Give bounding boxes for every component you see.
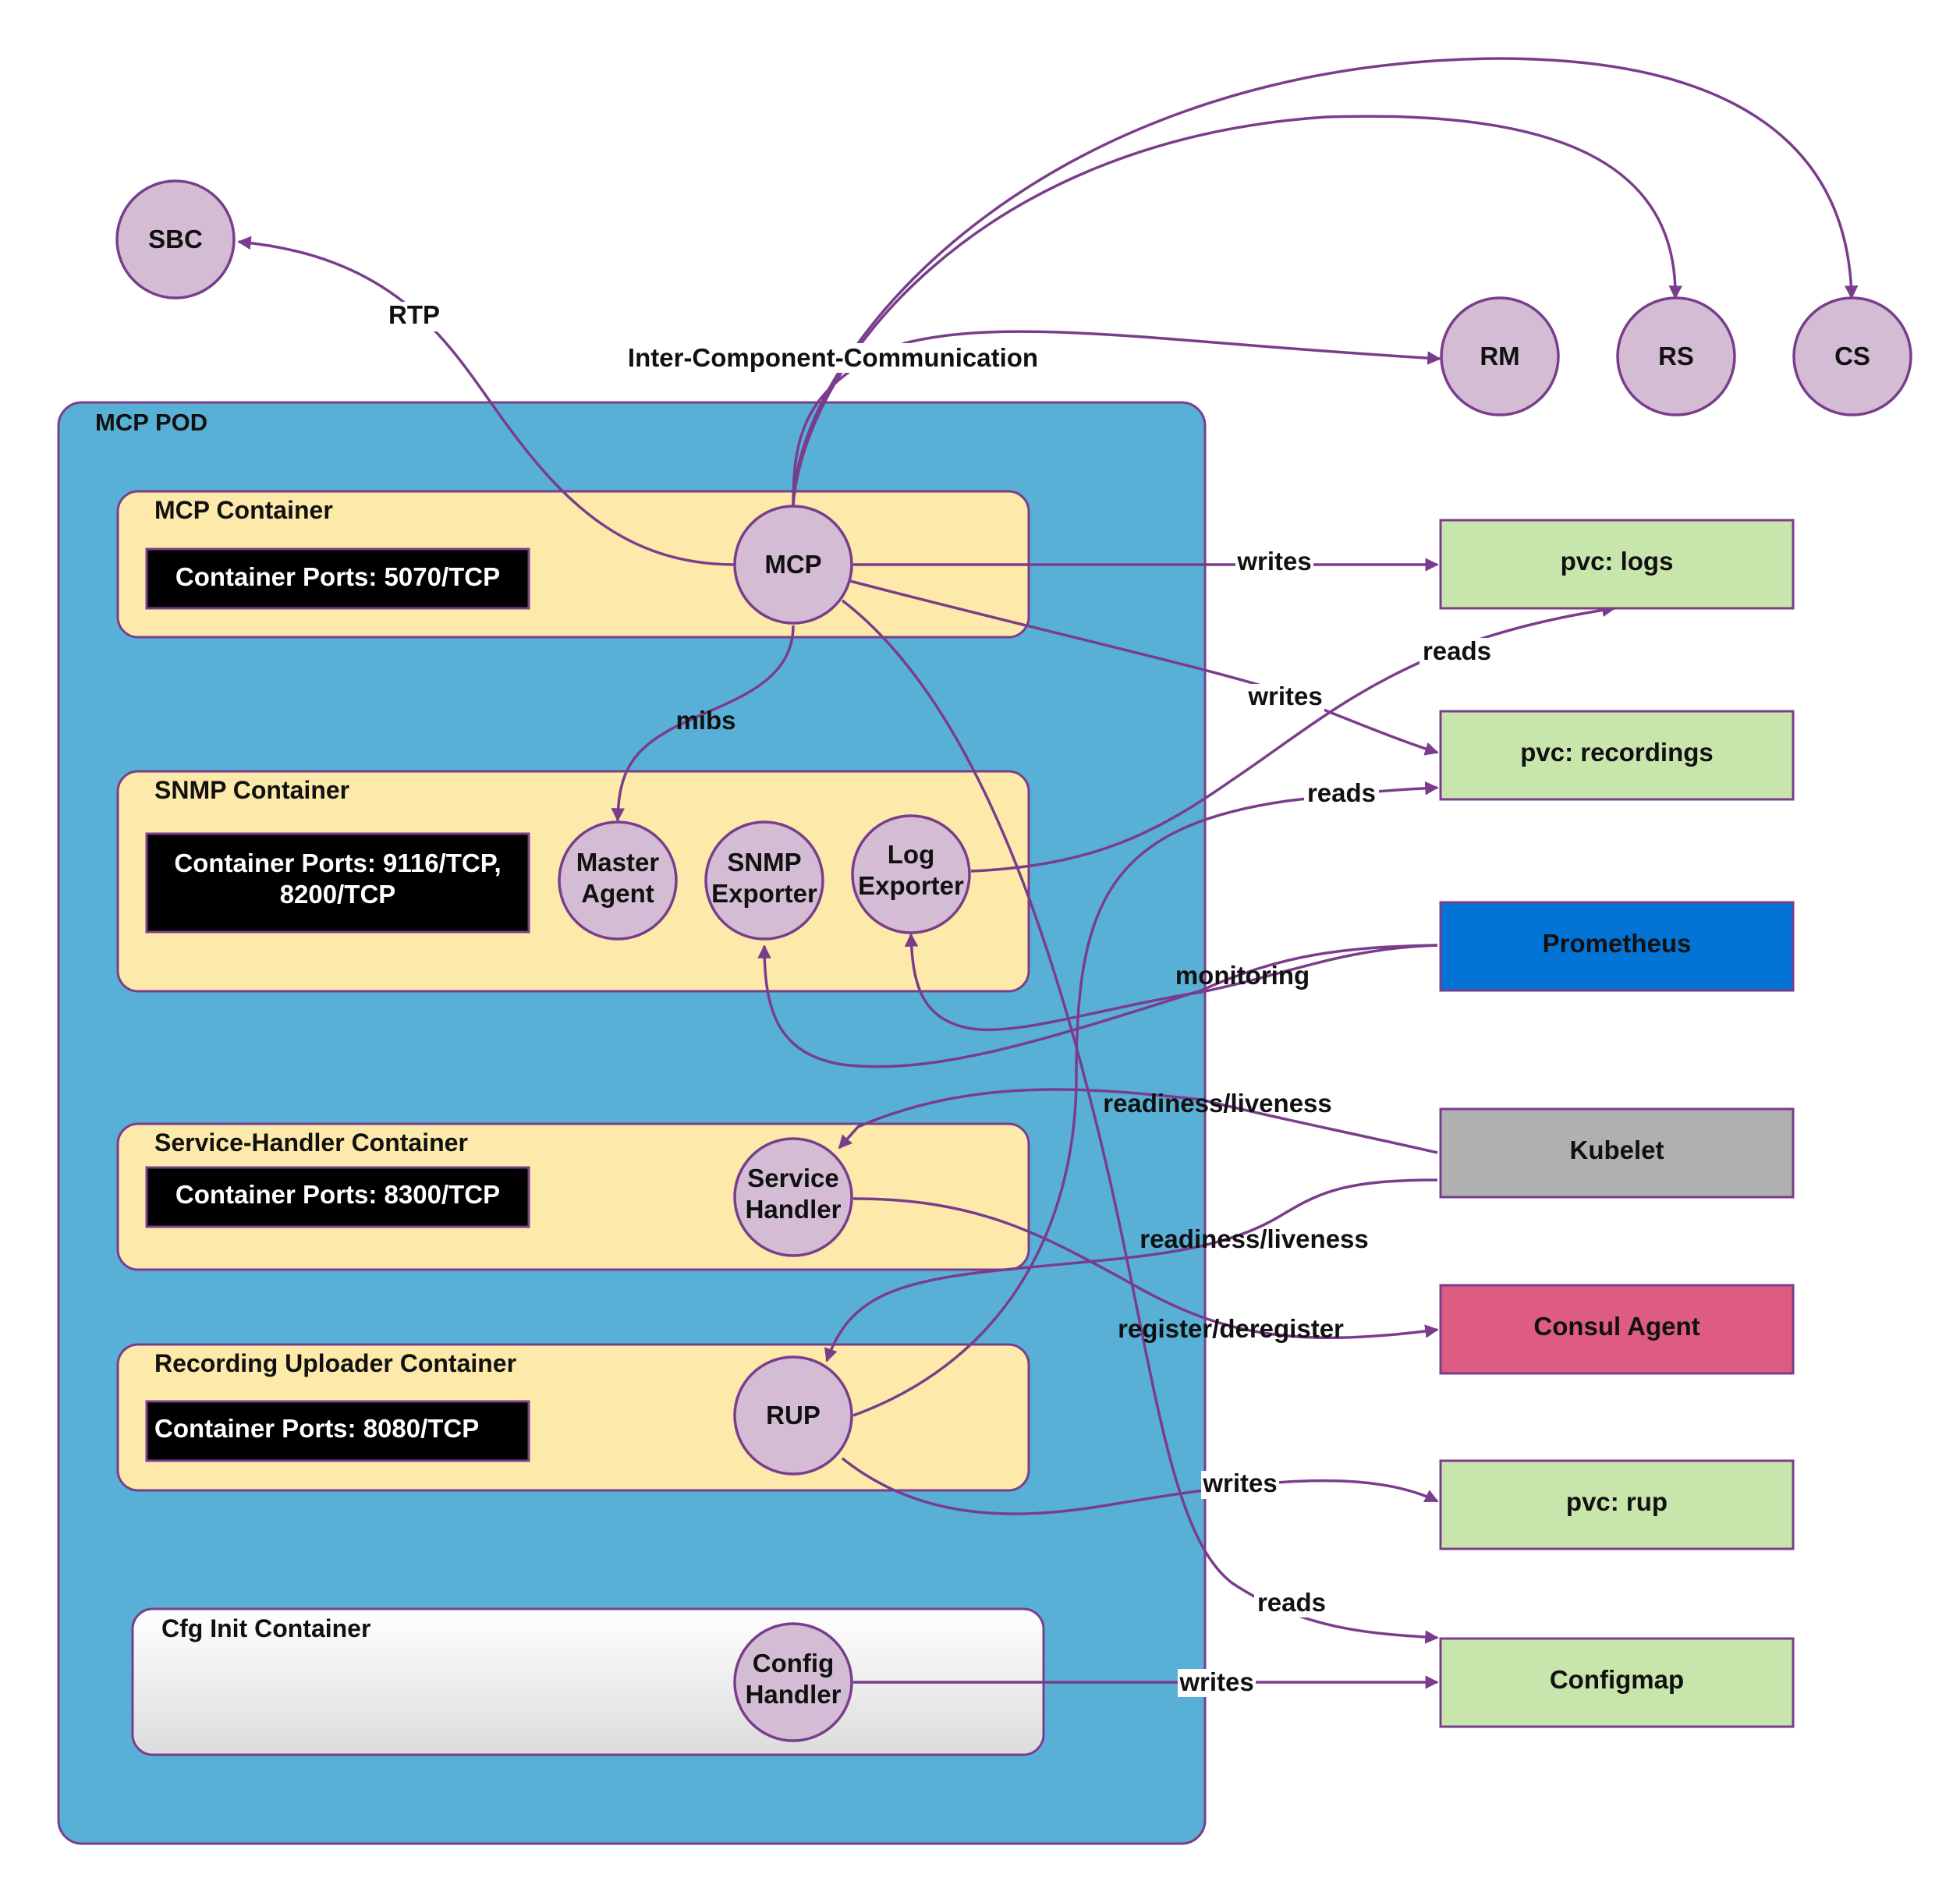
snmp-ports-line2: 8200/TCP — [280, 880, 396, 909]
node-rm-label: RM — [1480, 342, 1519, 370]
node-sbc-label: SBC — [148, 225, 203, 253]
node-service-handler-line2: Handler — [746, 1195, 842, 1224]
resource-pvc-recordings-label: pvc: recordings — [1520, 738, 1714, 767]
edge-rtp — [237, 236, 735, 566]
edge-mcp-rm — [792, 330, 1441, 506]
snmp-ports-box — [145, 832, 530, 934]
rup-ports-box — [145, 1400, 530, 1462]
label-rup-reads-recordings: reads — [1307, 778, 1376, 807]
node-snmp-exporter-line2: Exporter — [711, 879, 817, 908]
node-config-handler-line2: Handler — [746, 1680, 842, 1709]
resource-consul-agent: Consul Agent — [1439, 1284, 1795, 1375]
edge-readiness-rup — [824, 1178, 1438, 1362]
node-snmp-exporter: SNMP Exporter — [704, 820, 824, 941]
resource-pvc-rup: pvc: rup — [1439, 1459, 1795, 1550]
node-rs-label: RS — [1658, 342, 1694, 370]
label-readiness-rup: readiness/liveness — [1139, 1224, 1369, 1253]
resource-pvc-recordings: pvc: recordings — [1439, 710, 1795, 801]
service-handler-ports-box — [145, 1166, 530, 1228]
node-log-exporter-line2: Exporter — [858, 871, 964, 900]
resource-kubelet-label: Kubelet — [1569, 1136, 1664, 1164]
label-mcp-reads-configmap: reads — [1257, 1588, 1326, 1617]
edge-labels: RTP Inter-Component-Communication writes… — [386, 300, 1494, 1697]
node-service-handler: Service Handler — [733, 1137, 853, 1257]
rup-container-title: Recording Uploader Container — [154, 1349, 516, 1377]
rup-ports: Container Ports: 8080/TCP — [154, 1414, 479, 1443]
resource-pvc-rup-label: pvc: rup — [1566, 1487, 1668, 1516]
resource-configmap: Configmap — [1439, 1637, 1795, 1728]
node-master-agent-line2: Agent — [581, 879, 654, 908]
node-service-handler-line1: Service — [747, 1164, 838, 1192]
resource-kubelet: Kubelet — [1439, 1107, 1795, 1199]
node-sbc: SBC — [115, 179, 236, 299]
node-master-agent-line1: Master — [576, 848, 660, 877]
snmp-ports-line1: Container Ports: 9116/TCP, — [174, 849, 501, 877]
label-mcp-writes-recordings: writes — [1247, 682, 1322, 710]
resource-pvc-logs-label: pvc: logs — [1561, 547, 1674, 576]
service-handler-ports: Container Ports: 8300/TCP — [175, 1180, 500, 1209]
mcp-ports-box — [145, 547, 530, 610]
resource-consul-agent-label: Consul Agent — [1533, 1312, 1699, 1341]
node-rup: RUP — [733, 1355, 853, 1476]
label-cfg-writes: writes — [1178, 1667, 1253, 1696]
node-rm: RM — [1440, 296, 1560, 416]
node-log-exporter-line1: Log — [888, 840, 934, 869]
pod-title: MCP POD — [95, 409, 207, 436]
node-rs: RS — [1616, 296, 1736, 416]
label-rup-writes: writes — [1202, 1469, 1277, 1497]
label-mibs: mibs — [675, 706, 735, 735]
edge-mibs — [611, 625, 795, 822]
mcp-container-title: MCP Container — [154, 496, 333, 524]
edge-mcp-writes-recordings — [849, 579, 1439, 756]
node-cs-label: CS — [1834, 342, 1870, 370]
edge-readiness-sh — [838, 1088, 1438, 1154]
edge-register — [852, 1197, 1439, 1340]
mcp-ports: Container Ports: 5070/TCP — [175, 562, 500, 591]
edge-monitoring-snmp — [757, 944, 1438, 1068]
service-handler-container-title: Service-Handler Container — [154, 1128, 468, 1157]
label-rtp: RTP — [388, 300, 440, 329]
node-cs: CS — [1792, 296, 1912, 416]
label-monitoring: monitoring — [1175, 961, 1310, 990]
node-mcp: MCP — [733, 505, 853, 625]
service-handler-container: Service-Handler Container Container Port… — [116, 1122, 1030, 1271]
label-mcp-writes-logs: writes — [1236, 547, 1311, 576]
node-config-handler: Config Handler — [733, 1622, 853, 1742]
edge-monitoring-log — [904, 933, 1438, 1032]
rup-container: Recording Uploader Container Container P… — [116, 1343, 1030, 1492]
resource-prometheus: Prometheus — [1439, 901, 1795, 992]
label-icc: Inter-Component-Communication — [628, 343, 1038, 372]
snmp-container-title: SNMP Container — [154, 776, 349, 804]
edge-rup-writes — [841, 1457, 1439, 1515]
label-log-reads-logs: reads — [1423, 636, 1491, 665]
node-config-handler-line1: Config — [753, 1649, 834, 1678]
node-mcp-label: MCP — [764, 550, 821, 579]
node-log-exporter: Log Exporter — [851, 814, 971, 934]
resource-pvc-logs: pvc: logs — [1439, 519, 1795, 610]
resource-configmap-label: Configmap — [1550, 1665, 1684, 1694]
cfg-init-container-title: Cfg Init Container — [161, 1614, 370, 1642]
node-master-agent: Master Agent — [558, 820, 678, 941]
label-register: register/deregister — [1118, 1314, 1344, 1343]
node-rup-label: RUP — [766, 1401, 821, 1430]
node-snmp-exporter-line1: SNMP — [727, 848, 801, 877]
resource-prometheus-label: Prometheus — [1543, 929, 1692, 958]
label-readiness-sh: readiness/liveness — [1103, 1089, 1332, 1118]
